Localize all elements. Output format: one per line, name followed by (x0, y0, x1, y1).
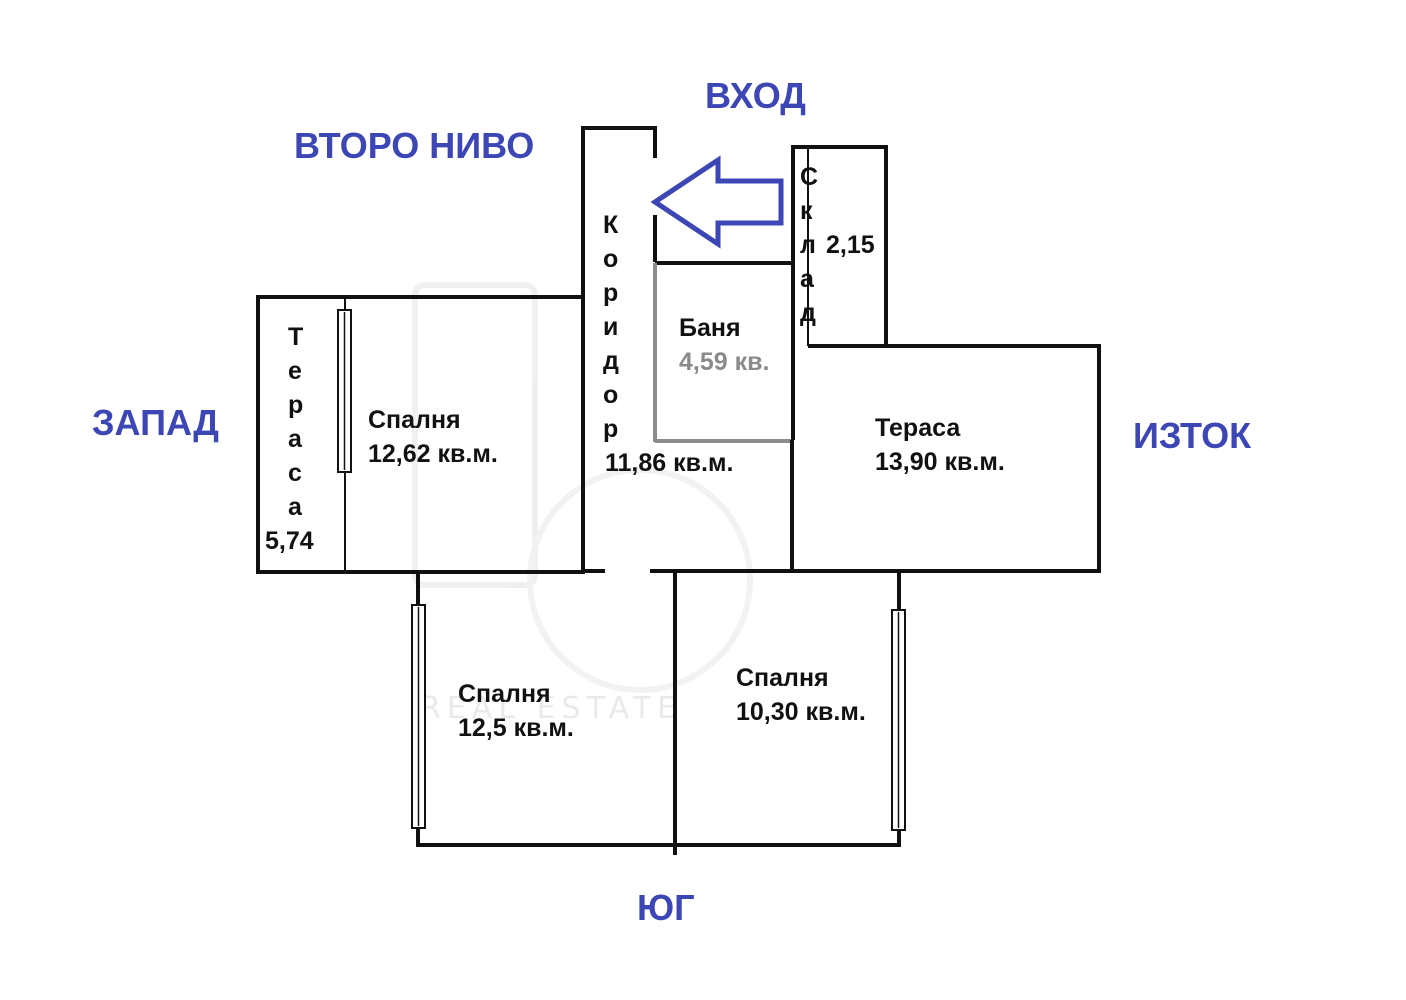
svg-text:а: а (800, 265, 815, 293)
west-label: ЗАПАД (92, 402, 219, 443)
bedroom-southwest-area: 12,5 кв.м. (458, 714, 574, 742)
svg-text:р: р (603, 279, 618, 307)
bedroom-west-area: 12,62 кв.м. (368, 440, 498, 468)
terrace-east-area: 13,90 кв.м. (875, 448, 1005, 476)
entrance-label: ВХОД (705, 75, 806, 116)
bedroom-west-name: Спалня (368, 406, 461, 434)
svg-text:о: о (603, 381, 618, 409)
entrance-arrow-icon (650, 155, 784, 249)
svg-text:а: а (288, 493, 303, 521)
svg-text:а: а (288, 425, 303, 453)
storage-walls (791, 145, 888, 346)
svg-text:и: и (603, 313, 618, 341)
terrace-west-name: Т е р а с а (288, 323, 303, 521)
storage-area: 2,15 (826, 231, 875, 259)
watermark: REAL ESTATE (412, 282, 753, 726)
south-block-walls (411, 572, 906, 855)
bathroom-name: Баня (679, 314, 741, 342)
svg-text:л: л (800, 231, 816, 259)
terrace-west-area: 5,74 (265, 527, 314, 555)
svg-text:д: д (800, 299, 816, 327)
south-label: ЮГ (637, 887, 695, 928)
svg-text:с: с (288, 459, 302, 487)
bathroom-area: 4,59 кв. (679, 348, 769, 376)
corridor-name: К о р и д о р (603, 211, 619, 443)
svg-text:С: С (800, 163, 818, 191)
svg-text:р: р (603, 415, 618, 443)
east-label: ИЗТОК (1133, 415, 1252, 456)
bedroom-southeast-name: Спалня (736, 664, 829, 692)
svg-text:К: К (603, 211, 619, 239)
svg-text:Т: Т (288, 323, 303, 351)
terrace-east-name: Тераса (875, 414, 961, 442)
bathroom-walls (653, 263, 795, 443)
bedroom-southwest-name: Спалня (458, 680, 551, 708)
svg-text:к: к (800, 197, 813, 225)
svg-text:о: о (603, 245, 618, 273)
watermark-text: REAL ESTATE (420, 691, 682, 726)
svg-text:е: е (288, 357, 302, 385)
storage-name: С к л а д (800, 163, 818, 327)
svg-text:д: д (603, 347, 619, 375)
second-level-label: ВТОРО НИВО (294, 125, 534, 166)
corridor-area: 11,86 кв.м. (605, 449, 733, 477)
terrace-east-walls (790, 344, 1101, 573)
svg-text:р: р (288, 391, 303, 419)
bedroom-southeast-area: 10,30 кв.м. (736, 698, 866, 726)
west-block-walls (256, 295, 585, 574)
